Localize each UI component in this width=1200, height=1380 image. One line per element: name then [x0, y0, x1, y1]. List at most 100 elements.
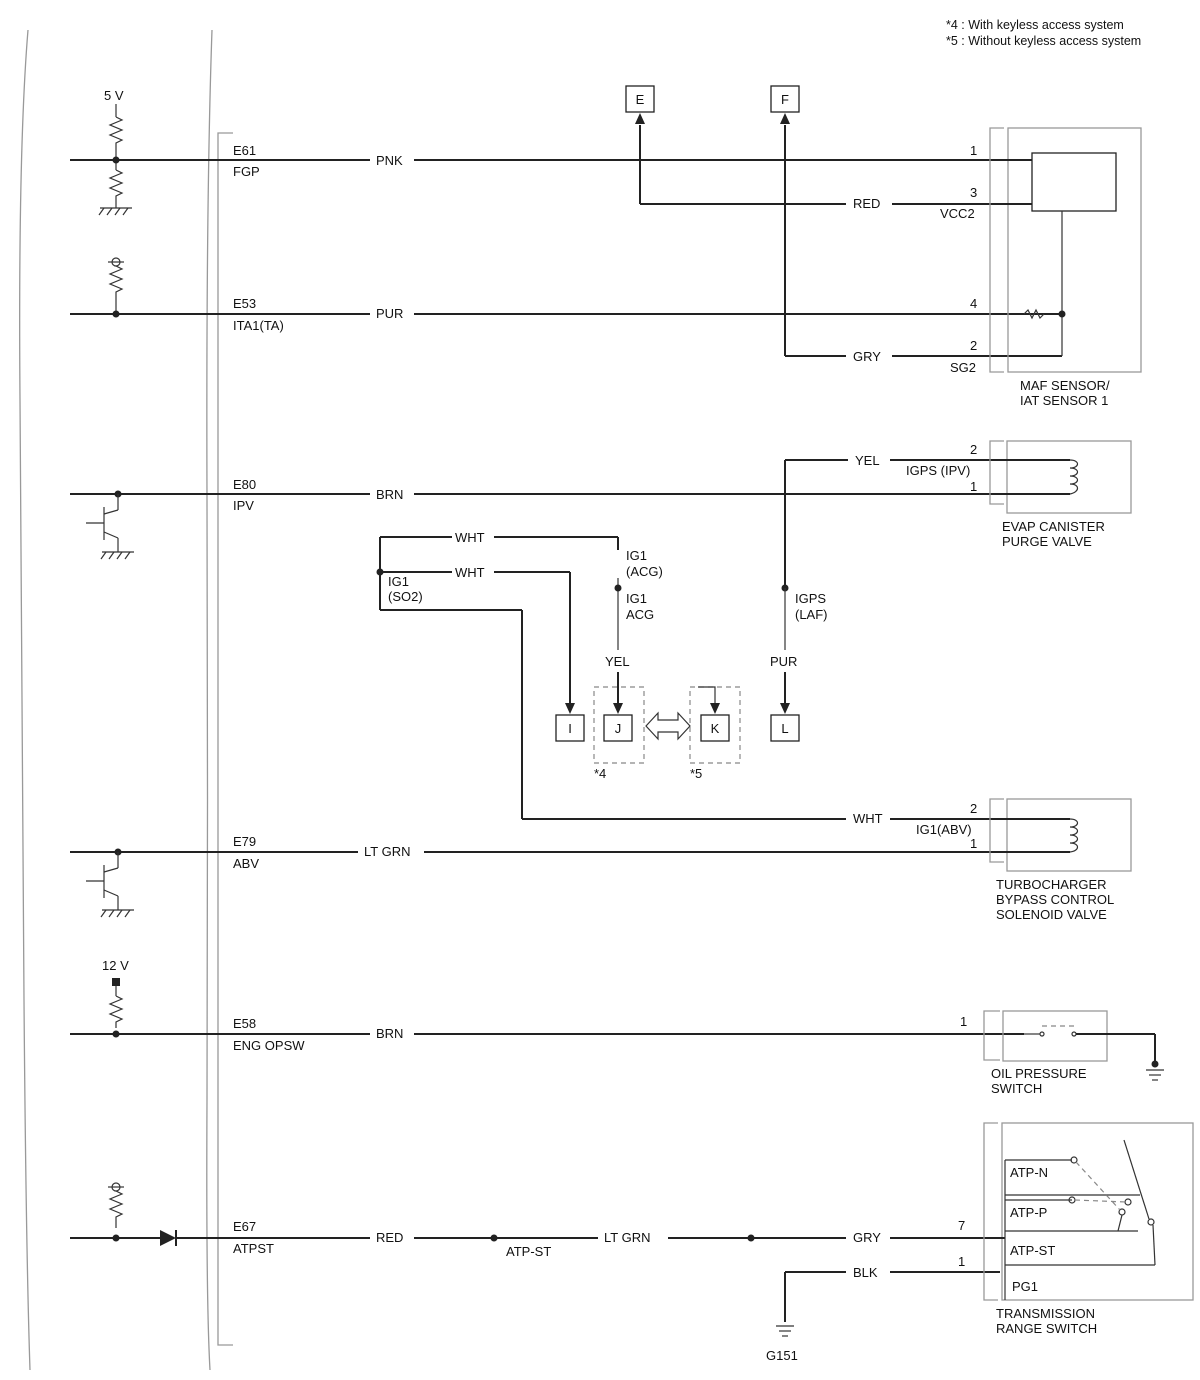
- wire-e79-color: LT GRN: [364, 844, 410, 859]
- wht-wire-2: WHT: [455, 565, 485, 580]
- connector-k: [700, 714, 730, 742]
- connector-f-label: F: [781, 92, 789, 107]
- diode-icon: [160, 1230, 176, 1246]
- pur-wire: PUR: [770, 654, 797, 669]
- pin-e53: E53: [233, 296, 256, 311]
- connector-i-label: I: [568, 721, 572, 736]
- trs-label-1: TRANSMISSION: [996, 1306, 1095, 1321]
- wire-e58-color: BRN: [376, 1026, 403, 1041]
- evap-label-2: PURGE VALVE: [1002, 534, 1092, 549]
- pin-e58: E58: [233, 1016, 256, 1031]
- swap-arrow-icon: [645, 711, 691, 741]
- pin-e79-name: ABV: [233, 856, 259, 871]
- maf-pin2: 2: [970, 338, 977, 353]
- oil-label-2: SWITCH: [991, 1081, 1042, 1096]
- trs-pin1: 1: [958, 1254, 965, 1269]
- pin-e61-name: FGP: [233, 164, 260, 179]
- evap-pin2: 2: [970, 442, 977, 457]
- turbo-label-3: SOLENOID VALVE: [996, 907, 1107, 922]
- evap-label-1: EVAP CANISTER: [1002, 519, 1105, 534]
- oil-label-1: OIL PRESSURE: [991, 1066, 1087, 1081]
- maf-label-1: MAF SENSOR/: [1020, 378, 1110, 393]
- turbo-coil-icon: [1069, 818, 1079, 853]
- pin-e79: E79: [233, 834, 256, 849]
- yel-wire: YEL: [605, 654, 630, 669]
- turbo-ig1-abv: IG1(ABV): [916, 822, 972, 837]
- connector-k-label: K: [711, 721, 720, 736]
- note-ref-5: *5: [690, 766, 702, 781]
- pin-e53-name: ITA1(TA): [233, 318, 284, 333]
- maf-sensor: MAF SENSOR/ IAT SENSOR 1: [989, 127, 1142, 408]
- trs-atp-st: ATP-ST: [1010, 1243, 1055, 1258]
- ig1-so2-2: (SO2): [388, 589, 423, 604]
- connector-j: [603, 714, 633, 742]
- iat-thermistor-icon: [1023, 308, 1045, 320]
- trs-switch-arm-icon: [1123, 1139, 1150, 1220]
- wire-e53-color: PUR: [376, 306, 403, 321]
- transmission-range-switch: ATP-N ATP-P ATP-ST PG1 TRANSMISSION RANG…: [983, 1122, 1194, 1336]
- voltage-12v-label: 12 V: [102, 958, 129, 973]
- pin-e67: E67: [233, 1219, 256, 1234]
- circuit-e53: E53 ITA1(TA) PUR 4: [70, 257, 1062, 333]
- maf-element: [1031, 152, 1117, 212]
- ig1-acg-1: IG1: [626, 548, 647, 563]
- trs-contact-icon: [1074, 1161, 1127, 1211]
- circuit-e58: 12 V E58 ENG OPSW BRN 1: [70, 958, 1024, 1053]
- igps-laf-1: IGPS: [795, 591, 826, 606]
- connector-j-label: J: [615, 721, 622, 736]
- ig1-acg-4: ACG: [626, 607, 654, 622]
- circuit-e61: 5 V E61 FGP PNK 1: [70, 88, 992, 216]
- turbo-wht-wire: WHT: [853, 811, 883, 826]
- turbo-pin1: 1: [970, 836, 977, 851]
- trs-atp-p: ATP-P: [1010, 1205, 1047, 1220]
- trs-pin7: 7: [958, 1218, 965, 1233]
- circuit-e67: E67 ATPST RED ATP-ST LT GRN GRY 7: [70, 1182, 1000, 1259]
- pin-e58-name: ENG OPSW: [233, 1038, 305, 1053]
- circuit-maf-vcc2: RED 3 VCC2: [635, 113, 992, 221]
- lt-grn-wire: LT GRN: [604, 1230, 650, 1245]
- maf-red-wire: RED: [853, 196, 880, 211]
- oil-pressure-switch: OIL PRESSURE SWITCH: [983, 1010, 1164, 1096]
- trs-gry-wire: GRY: [853, 1230, 881, 1245]
- wire-e61-color: PNK: [376, 153, 403, 168]
- turbo-label-1: TURBOCHARGER: [996, 877, 1107, 892]
- igps-laf-2: (LAF): [795, 607, 828, 622]
- ig1-so2-1: IG1: [388, 574, 409, 589]
- circuit-e79: E79 ABV LT GRN 1: [70, 834, 1004, 918]
- note-ref-4: *4: [594, 766, 606, 781]
- maf-pin4: 4: [970, 296, 977, 311]
- pin-e80: E80: [233, 477, 256, 492]
- maf-gry-wire: GRY: [853, 349, 881, 364]
- turbo-pin2: 2: [970, 801, 977, 816]
- trs-blk-wire: BLK: [853, 1265, 878, 1280]
- voltage-5v-label: 5 V: [104, 88, 124, 103]
- circuit-pg1: BLK 1 G151: [766, 1254, 1000, 1363]
- turbo-bypass-valve: TURBOCHARGER BYPASS CONTROL SOLENOID VAL…: [989, 798, 1132, 922]
- connectors-ijkl: I J K L *4 *5: [555, 686, 800, 781]
- atp-st-junction-label: ATP-ST: [506, 1244, 551, 1259]
- circuit-e80: E80 IPV BRN 1: [70, 477, 1004, 560]
- maf-sg2: SG2: [950, 360, 976, 375]
- ig1-acg-2: (ACG): [626, 564, 663, 579]
- note-keyless: *4 : With keyless access system: [946, 18, 1124, 32]
- trs-atp-n: ATP-N: [1010, 1165, 1048, 1180]
- trs-label-2: RANGE SWITCH: [996, 1321, 1097, 1336]
- wire-e67-color: RED: [376, 1230, 403, 1245]
- evap-coil-icon: [1069, 459, 1079, 495]
- connector-e: [625, 85, 655, 113]
- circuit-maf-sg2: GRY 2 SG2: [780, 113, 1062, 375]
- pin-e80-name: IPV: [233, 498, 254, 513]
- oil-pin1: 1: [960, 1014, 967, 1029]
- connector-e-label: E: [636, 92, 645, 107]
- circuit-evap-igps: YEL 2 IGPS (IPV) IGPS (LAF) PUR: [770, 442, 1004, 714]
- circuit-turbo-ig1: WHT 2 IG1(ABV): [522, 801, 1004, 837]
- wire-e80-color: BRN: [376, 487, 403, 502]
- ground-g151: G151: [766, 1348, 798, 1363]
- wht-wire-1: WHT: [455, 530, 485, 545]
- connector-i: [555, 714, 585, 742]
- pin-e61: E61: [233, 143, 256, 158]
- connector-f: [770, 85, 800, 113]
- note-no-keyless: *5 : Without keyless access system: [946, 34, 1141, 48]
- maf-pin1: 1: [970, 143, 977, 158]
